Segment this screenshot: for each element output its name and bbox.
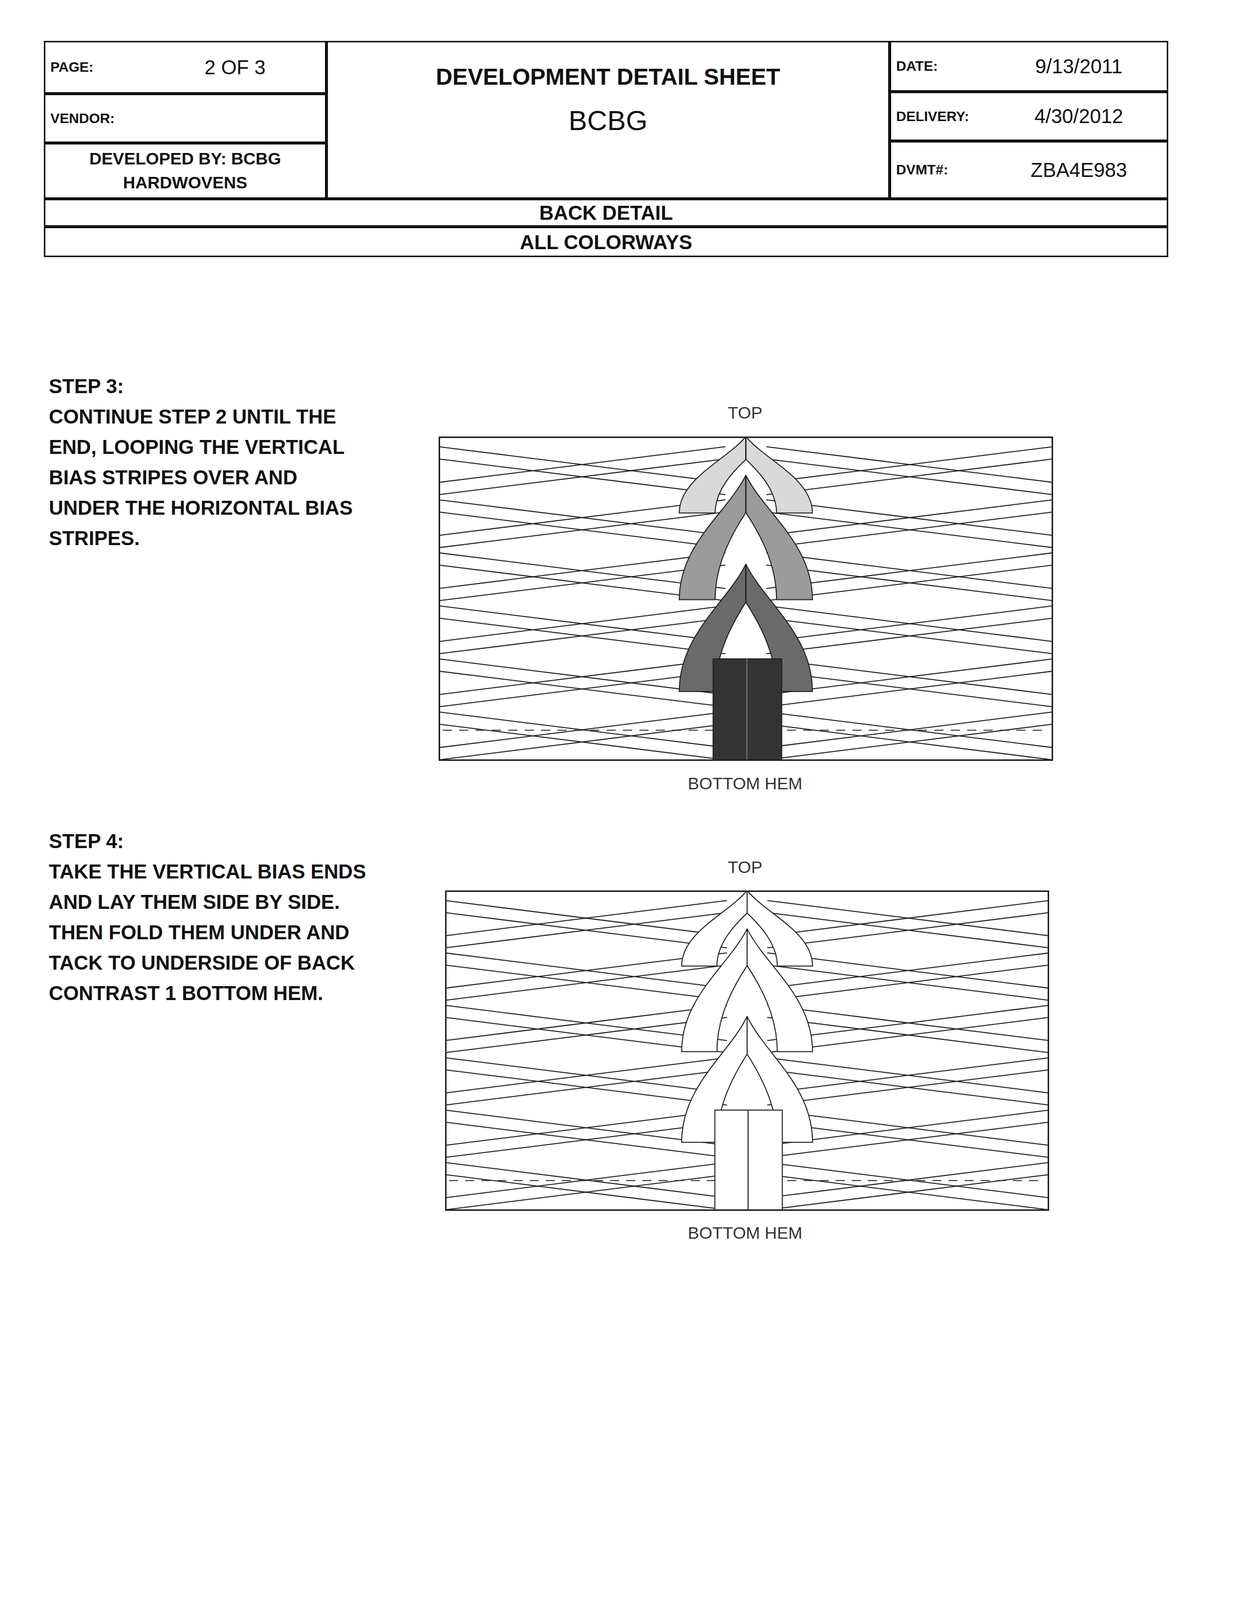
step-heading: STEP 3:: [48, 371, 368, 402]
bias-ends-seam: [747, 1110, 749, 1212]
hem-label: BOTTOM HEM: [670, 1221, 820, 1246]
bias-ends: [714, 1110, 782, 1212]
cell-label: DELIVERY:: [896, 108, 991, 125]
strand-seam: [745, 436, 747, 460]
section-band: ALL COLORWAYS: [43, 226, 1169, 258]
stripe-edge: [445, 1070, 728, 1106]
header-cell: DATE:9/13/2011: [889, 40, 1169, 92]
cell-label: ALL COLORWAYS: [519, 228, 693, 257]
stripe-edge: [766, 618, 1054, 654]
back-detail-illustration: [438, 436, 1054, 762]
back-panel-outline: [439, 437, 1053, 761]
step-instruction: TAKE THE VERTICAL BIAS ENDS AND LAY THEM…: [48, 856, 368, 1009]
stripe-edge: [766, 724, 1054, 761]
cell-label: PAGE:: [50, 59, 146, 76]
header-cell: DELIVERY:4/30/2012: [889, 91, 1169, 142]
strand-seam: [746, 1016, 748, 1055]
header-cell: DEVELOPED BY: BCBG HARDWOVENS: [43, 143, 327, 199]
cell-label: DEVELOPED BY: BCBG HARDWOVENS: [45, 147, 325, 195]
stripe-edge: [438, 724, 726, 761]
strand-seam: [746, 890, 748, 914]
strand-seam: [745, 475, 747, 513]
stripe-edge: [438, 459, 726, 495]
stripe-edge: [766, 459, 1054, 495]
orientation-label: TOP: [695, 857, 795, 878]
bias-ends: [713, 658, 782, 762]
header-cell: DVMT#:ZBA4E983: [889, 141, 1169, 199]
title-cell: DEVELOPMENT DETAIL SHEET BCBG: [326, 40, 890, 199]
stripe-edge: [445, 912, 728, 948]
cell-label: DEVELOPMENT DETAIL SHEET: [436, 63, 781, 91]
step-heading: STEP 4:: [48, 826, 368, 857]
cell-label: BACK DETAIL: [539, 198, 673, 227]
stripe-edge: [766, 511, 1054, 548]
strand-seam: [745, 564, 747, 603]
stripe-edge: [767, 1174, 1050, 1211]
header-cell: PAGE:2 OF 3: [43, 40, 327, 94]
cell-value: 9/13/2011: [990, 55, 1167, 78]
header-cell: VENDOR:: [43, 93, 327, 144]
stripe-edge: [438, 511, 726, 548]
bias-ends-seam: [746, 658, 748, 762]
stripe-edge: [767, 1070, 1050, 1106]
orientation-label: TOP: [695, 402, 795, 423]
strand-seam: [746, 929, 748, 966]
cell-label: VENDOR:: [50, 110, 146, 127]
section-band: BACK DETAIL: [43, 198, 1169, 227]
stripe-edge: [445, 965, 728, 1001]
stripe-edge: [767, 912, 1050, 948]
stripe-edge: [767, 965, 1050, 1001]
cell-label: DATE:: [896, 58, 991, 75]
cell-value: ZBA4E983: [990, 158, 1167, 182]
cell-label: DVMT#:: [896, 161, 991, 178]
hem-label: BOTTOM HEM: [670, 771, 820, 796]
cell-value: BCBG: [568, 104, 648, 137]
back-detail-illustration: [445, 890, 1050, 1212]
stripe-edge: [438, 618, 726, 654]
step-instruction: CONTINUE STEP 2 UNTIL THE END, LOOPING T…: [48, 401, 368, 554]
back-panel-outline: [446, 891, 1049, 1211]
stripe-edge: [445, 1174, 728, 1211]
cell-value: 2 OF 3: [145, 56, 325, 79]
cell-value: 4/30/2012: [990, 105, 1167, 128]
